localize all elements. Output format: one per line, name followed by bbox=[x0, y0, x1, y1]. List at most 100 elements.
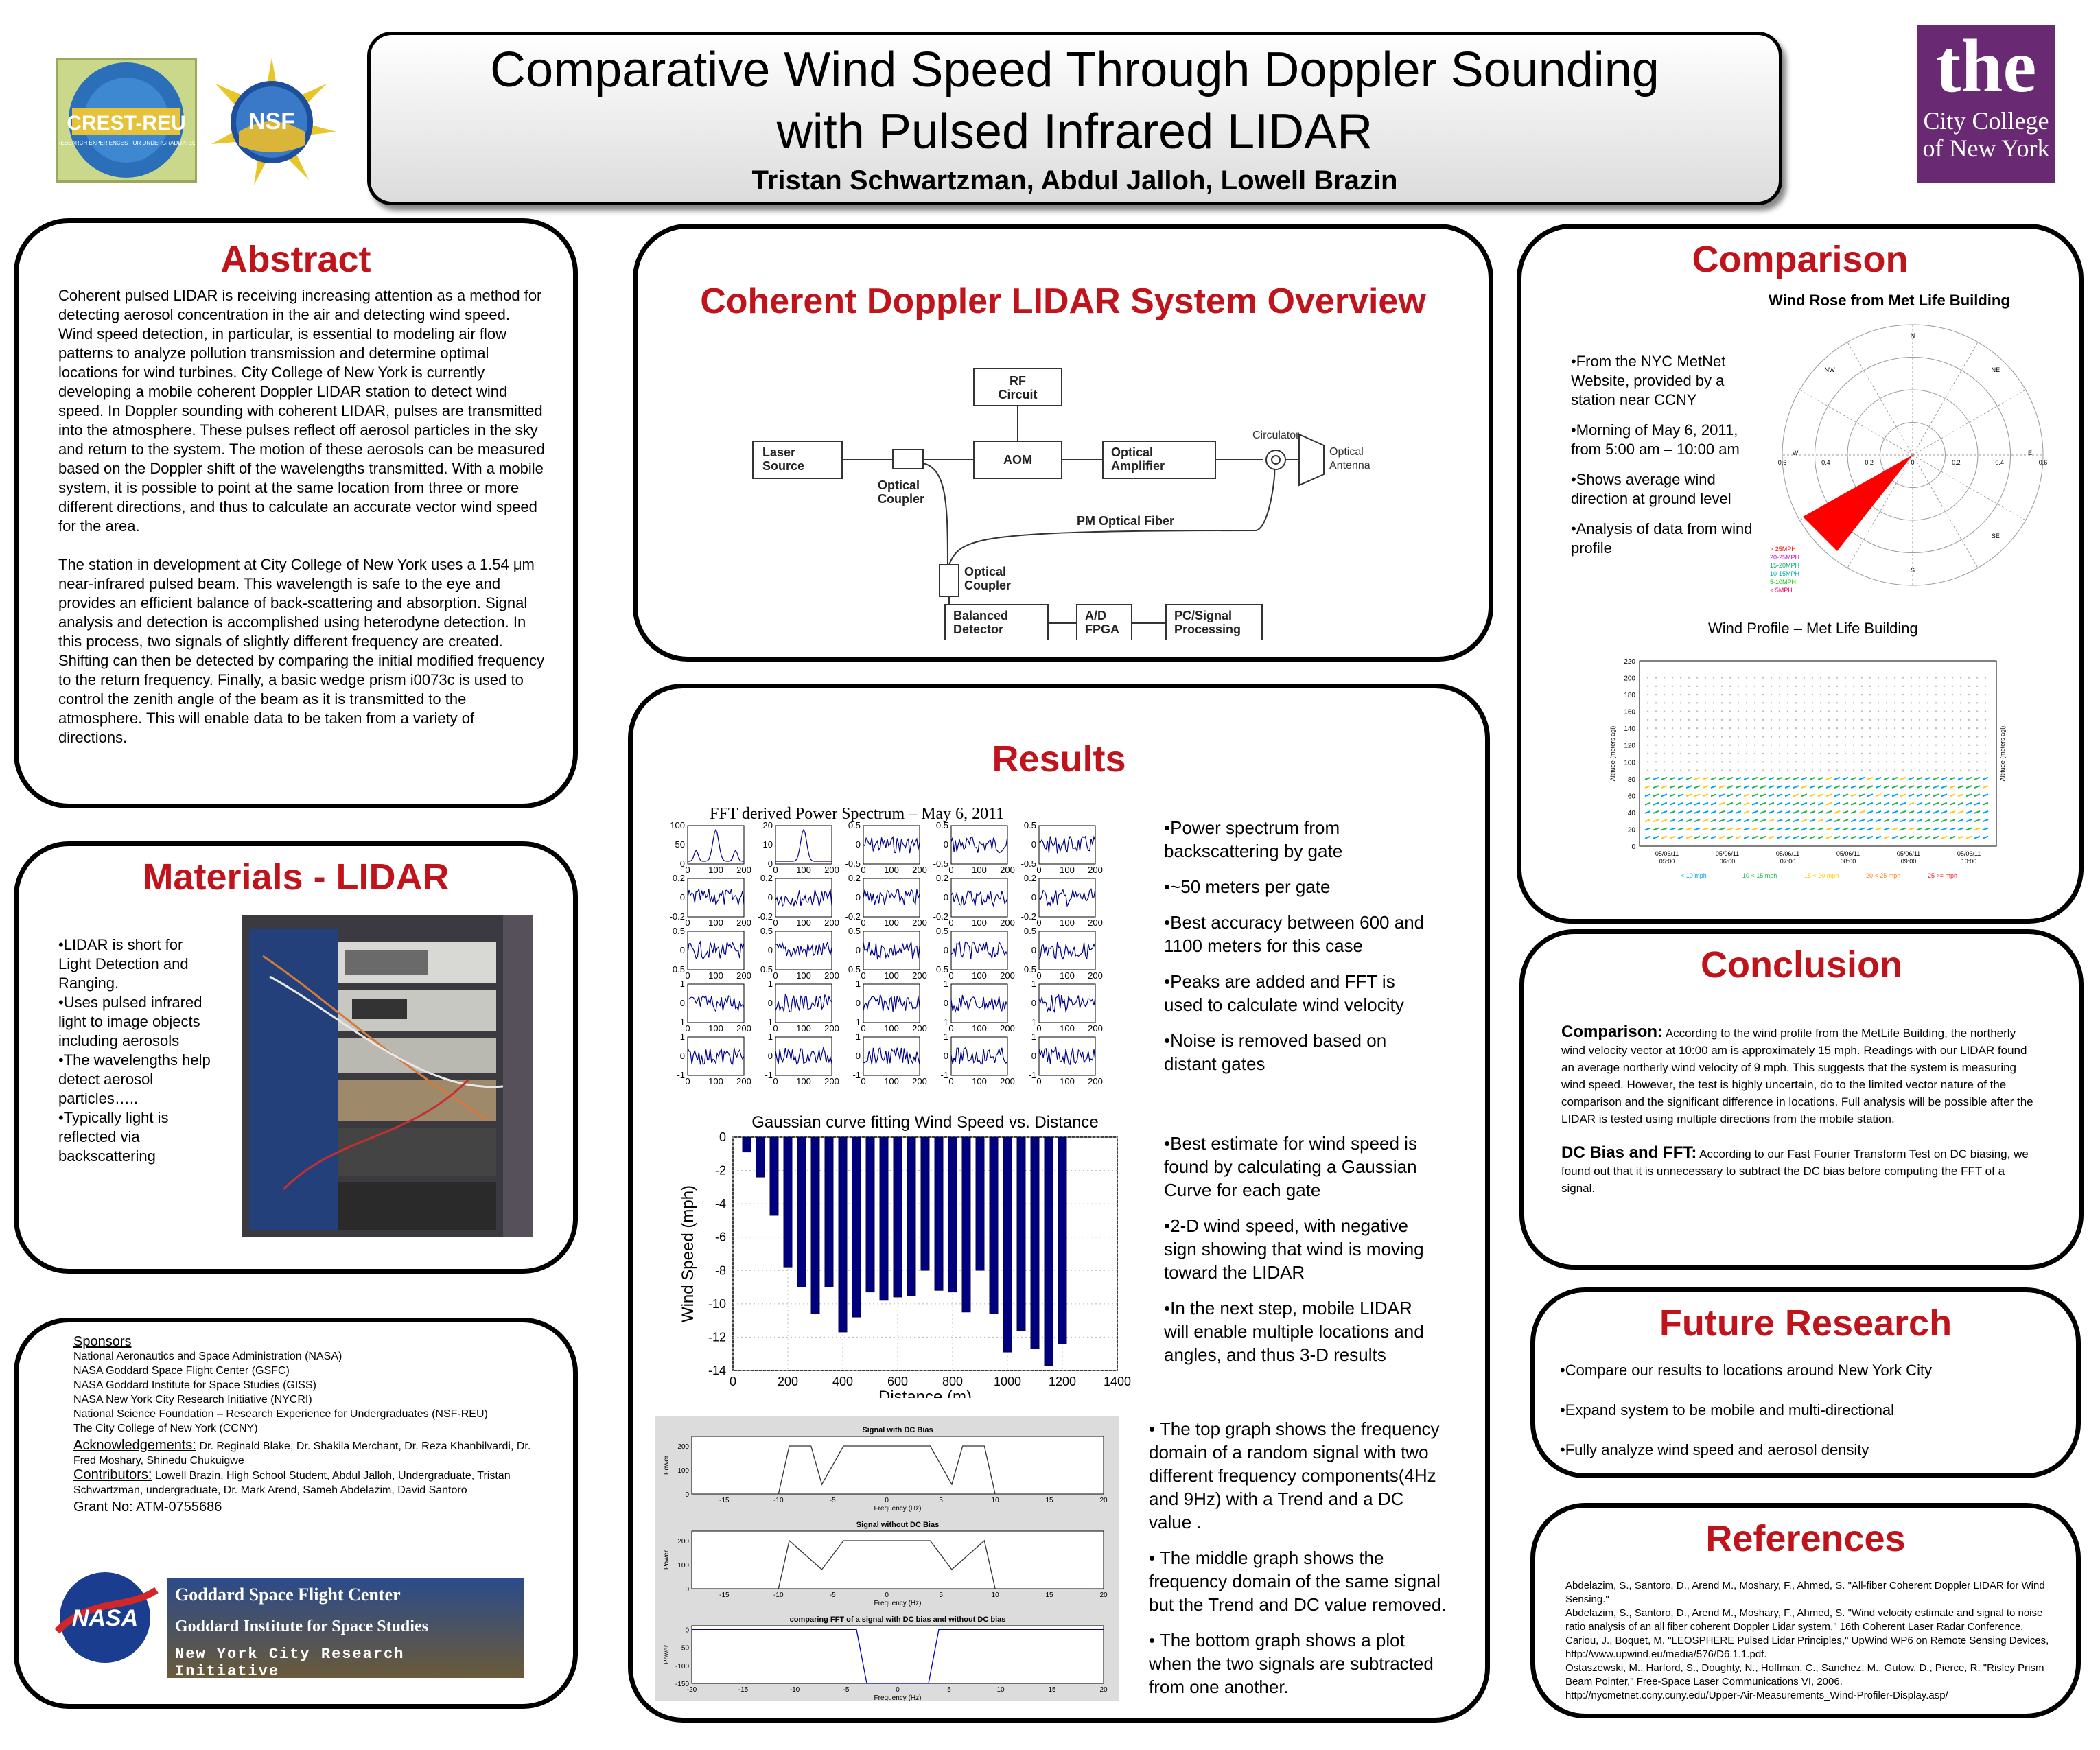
wind-dot bbox=[1704, 736, 1707, 738]
nsf-logo: NSF bbox=[206, 56, 338, 188]
wind-dot bbox=[1646, 736, 1649, 738]
wind-barb bbox=[1858, 835, 1865, 839]
wind-barb bbox=[1974, 827, 1981, 831]
profile-x-tick: 10:00 bbox=[1961, 858, 1977, 865]
fft-y-tick: 0 bbox=[856, 1051, 861, 1061]
wind-barb bbox=[1776, 810, 1783, 814]
wind-dot bbox=[1885, 727, 1888, 730]
wind-dot bbox=[1720, 710, 1723, 712]
profile-x-tick: 05/06/11 bbox=[1957, 850, 1981, 857]
fft-x-tick: 0 bbox=[685, 1076, 690, 1086]
fft-x-tick: 200 bbox=[736, 918, 751, 928]
rose-ring bbox=[1847, 389, 1979, 521]
wind-dot bbox=[1885, 702, 1888, 704]
wind-dot bbox=[1646, 769, 1649, 771]
wind-barb bbox=[1702, 793, 1709, 797]
wind-barb bbox=[1751, 810, 1758, 814]
wind-dot bbox=[1819, 702, 1822, 704]
fft-x-tick: 0 bbox=[861, 1023, 865, 1034]
fft-x-tick: 200 bbox=[1088, 970, 1103, 981]
wind-barb bbox=[1677, 827, 1684, 831]
wind-dot bbox=[1984, 761, 1987, 763]
wind-dot bbox=[1655, 685, 1657, 688]
wind-dot bbox=[1935, 744, 1937, 746]
fft-x-tick: 200 bbox=[912, 865, 927, 875]
reference-item: Abdelazim, S., Santoro, D., Arend M., Mo… bbox=[1565, 1607, 2043, 1633]
wind-dot bbox=[1828, 710, 1830, 712]
dc-y-label: Power bbox=[663, 1644, 670, 1664]
wind-dot bbox=[1902, 719, 1904, 721]
wind-dot bbox=[1860, 710, 1863, 712]
wind-barb bbox=[1949, 802, 1956, 806]
fft-subplot bbox=[1038, 825, 1096, 865]
wind-dot bbox=[1729, 719, 1731, 721]
wind-barb bbox=[1949, 835, 1956, 839]
dc-y-tick: 200 bbox=[677, 1443, 689, 1451]
fft-x-tick: 0 bbox=[948, 1023, 953, 1034]
fft-trace bbox=[1038, 994, 1096, 1013]
wind-barb bbox=[1974, 776, 1981, 780]
bar bbox=[948, 1136, 957, 1293]
fft-y-tick: 1 bbox=[768, 979, 773, 989]
wind-barb bbox=[1858, 810, 1865, 814]
wind-dot bbox=[1910, 693, 1913, 696]
conclusion-comparison-label: Comparison: bbox=[1561, 1023, 1664, 1041]
wind-dot bbox=[1885, 736, 1888, 738]
rose-r-tick: 0 bbox=[1911, 459, 1914, 466]
wind-barb bbox=[1949, 793, 1956, 797]
wind-dot bbox=[1688, 677, 1690, 679]
wind-dot bbox=[1762, 685, 1764, 688]
dc-x-tick: 0 bbox=[896, 1686, 900, 1694]
title-box: Comparative Wind Speed Through Doppler S… bbox=[367, 32, 1782, 205]
wind-barb bbox=[1669, 827, 1676, 831]
wind-barb bbox=[1710, 793, 1717, 797]
dc-x-tick: -15 bbox=[719, 1591, 730, 1599]
y-tick-label: -10 bbox=[708, 1297, 726, 1311]
wind-barb bbox=[1965, 785, 1972, 789]
wind-barb bbox=[1891, 785, 1898, 789]
wind-barb bbox=[1751, 802, 1758, 806]
materials-bullets: •LIDAR is short for Light Detection and … bbox=[58, 935, 216, 1166]
references-title: References bbox=[1705, 1518, 1906, 1559]
wind-dot bbox=[1926, 736, 1929, 738]
fft-x-tick: 100 bbox=[972, 865, 987, 875]
wind-dot bbox=[1877, 736, 1880, 738]
wind-barb bbox=[1867, 810, 1874, 814]
rose-r-tick: 0.2 bbox=[1865, 459, 1874, 466]
wind-dot bbox=[1663, 677, 1666, 679]
fft-x-tick: 100 bbox=[796, 865, 811, 875]
wind-dot bbox=[1671, 710, 1674, 712]
fft-y-tick: 0 bbox=[680, 1051, 685, 1061]
wind-dot bbox=[1737, 685, 1740, 688]
profile-y-tick: 20 bbox=[1628, 826, 1636, 834]
bar bbox=[756, 1136, 765, 1178]
rose-ring bbox=[1815, 357, 2011, 553]
fft-subplot bbox=[775, 1036, 832, 1076]
wind-dot bbox=[1935, 710, 1937, 712]
wind-dot bbox=[1762, 693, 1764, 696]
bar bbox=[1003, 1136, 1012, 1353]
wind-barb bbox=[1867, 827, 1874, 831]
dc-y-label: Power bbox=[663, 1455, 670, 1475]
wind-barb bbox=[1842, 785, 1849, 789]
wind-dot bbox=[1852, 727, 1855, 730]
wind-dot bbox=[1959, 677, 1962, 679]
wind-dot bbox=[1679, 727, 1682, 730]
wind-dot bbox=[1770, 710, 1773, 712]
fft-y-tick: 0 bbox=[1031, 839, 1036, 850]
wind-barb bbox=[1702, 785, 1709, 789]
wind-barb bbox=[1661, 802, 1668, 806]
wind-dot bbox=[1902, 752, 1904, 755]
wind-dot bbox=[1737, 736, 1740, 738]
wind-dot bbox=[1696, 752, 1699, 755]
fft-grid-figure: FFT derived Power Spectrum – May 6, 2011… bbox=[660, 805, 1113, 1093]
wind-dot bbox=[1712, 761, 1715, 763]
wind-dot bbox=[1663, 744, 1666, 746]
rose-dir-label: NE bbox=[1992, 366, 2000, 373]
wind-barb bbox=[1727, 835, 1734, 839]
rose-legend-item: 5-10MPH bbox=[1770, 579, 1796, 585]
wind-dot bbox=[1935, 761, 1937, 763]
wind-barb bbox=[1776, 827, 1783, 831]
fft-y-tick: 0 bbox=[856, 892, 861, 902]
fft-y-tick: 0.5 bbox=[848, 820, 861, 830]
